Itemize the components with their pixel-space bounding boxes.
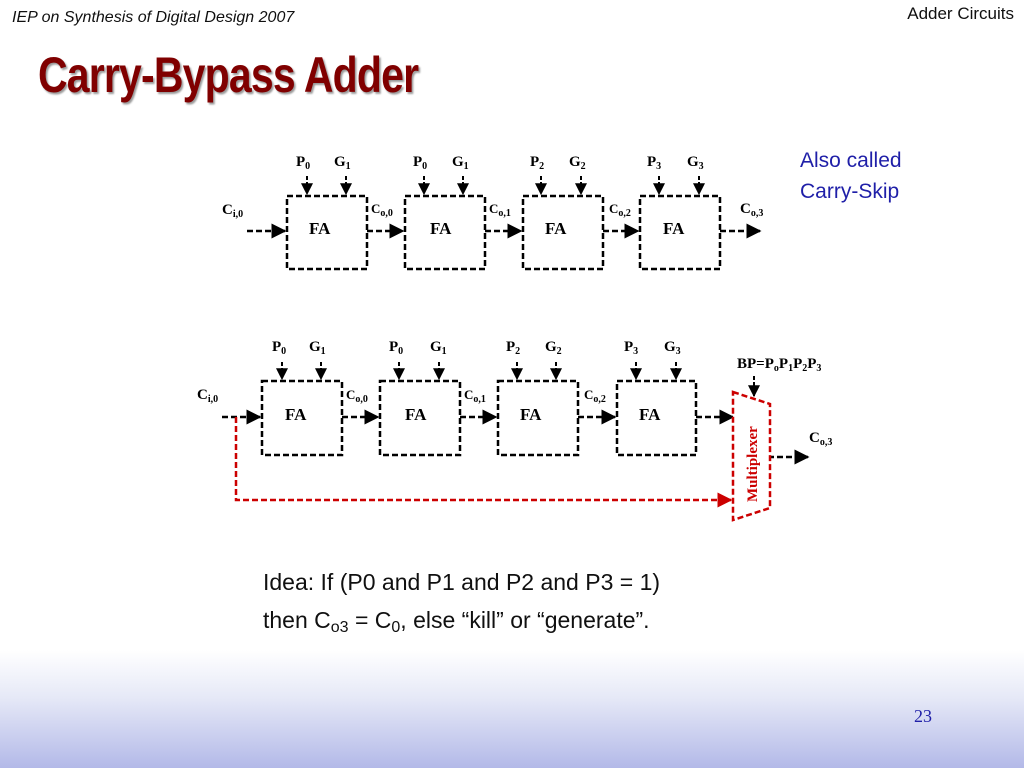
input-label-p0: P0 bbox=[296, 154, 310, 172]
idea-line1: Idea: If (P0 and P1 and P2 and P3 = 1) bbox=[263, 569, 661, 595]
input-label-p0: P0 bbox=[413, 154, 427, 172]
fa-block-top-1 bbox=[403, 194, 487, 271]
input-label-p2: P2 bbox=[506, 339, 520, 357]
fa-label: FA bbox=[545, 219, 567, 238]
carry-label-ci0: Ci,0 bbox=[222, 202, 243, 220]
fa-label: FA bbox=[663, 219, 685, 238]
input-label-g2: G2 bbox=[569, 154, 586, 172]
fa-label: FA bbox=[639, 405, 661, 424]
fa-label: FA bbox=[285, 405, 307, 424]
multiplexer-label: Multiplexer bbox=[745, 426, 761, 502]
input-label-g1: G1 bbox=[334, 154, 351, 172]
input-label-g1: G1 bbox=[430, 339, 447, 357]
footer-gradient bbox=[0, 650, 1024, 768]
fa-block-top-0 bbox=[285, 194, 369, 271]
course-header: IEP on Synthesis of Digital Design 2007 bbox=[12, 9, 295, 26]
ripple-adder: FA FA FA FA P0 G1 P0 G1 P2 G2 P3 G3 Ci,0… bbox=[222, 154, 763, 271]
carry-label-co0: Co,0 bbox=[371, 201, 393, 219]
idea-line2: then Co3 = C0, else “kill” or “generate”… bbox=[263, 607, 650, 636]
carry-label-ci0: Ci,0 bbox=[197, 387, 218, 405]
fa-label: FA bbox=[430, 219, 452, 238]
input-label-p0: P0 bbox=[272, 339, 286, 357]
fa-block-bottom-3 bbox=[615, 379, 698, 457]
input-label-g3: G3 bbox=[664, 339, 681, 357]
input-label-p3: P3 bbox=[647, 154, 661, 172]
carry-label-co1: Co,1 bbox=[464, 387, 486, 405]
fa-label: FA bbox=[309, 219, 331, 238]
page-number: 23 bbox=[914, 706, 932, 726]
adder-diagram: FA FA FA FA P0 G1 P0 G1 P2 G2 P3 G3 Ci,0… bbox=[197, 154, 832, 522]
alias-note-line1: Also called bbox=[800, 149, 902, 172]
section-header: Adder Circuits bbox=[907, 4, 1014, 23]
input-label-p3: P3 bbox=[624, 339, 638, 357]
multiplexer-block bbox=[731, 390, 772, 522]
input-label-p0: P0 bbox=[389, 339, 403, 357]
input-label-p2: P2 bbox=[530, 154, 544, 172]
fa-label: FA bbox=[405, 405, 427, 424]
input-label-g3: G3 bbox=[687, 154, 704, 172]
fa-block-top-3 bbox=[638, 194, 722, 271]
alias-note: Also called Carry-Skip bbox=[800, 145, 980, 207]
carry-label-co2: Co,2 bbox=[584, 387, 606, 405]
carry-label-co3: Co,3 bbox=[809, 430, 832, 448]
input-label-g1: G1 bbox=[309, 339, 326, 357]
bp-equation: BP=PoP1P2P3 bbox=[737, 356, 821, 374]
fa-block-top-2 bbox=[521, 194, 605, 271]
bypass-adder: FA FA FA FA P0 G1 P0 G1 P2 G2 P3 G3 Ci,0… bbox=[197, 339, 832, 522]
carry-label-co3: Co,3 bbox=[740, 201, 763, 219]
input-label-g2: G2 bbox=[545, 339, 562, 357]
alias-note-line2: Carry-Skip bbox=[800, 180, 900, 203]
input-label-g1: G1 bbox=[452, 154, 469, 172]
carry-label-co0: Co,0 bbox=[346, 387, 368, 405]
carry-label-co2: Co,2 bbox=[609, 201, 631, 219]
slide-title: Carry-Bypass Adder bbox=[38, 47, 419, 103]
fa-label: FA bbox=[520, 405, 542, 424]
idea-text: Idea: If (P0 and P1 and P2 and P3 = 1) t… bbox=[263, 563, 660, 639]
bypass-path bbox=[234, 417, 733, 508]
carry-label-co1: Co,1 bbox=[489, 201, 511, 219]
